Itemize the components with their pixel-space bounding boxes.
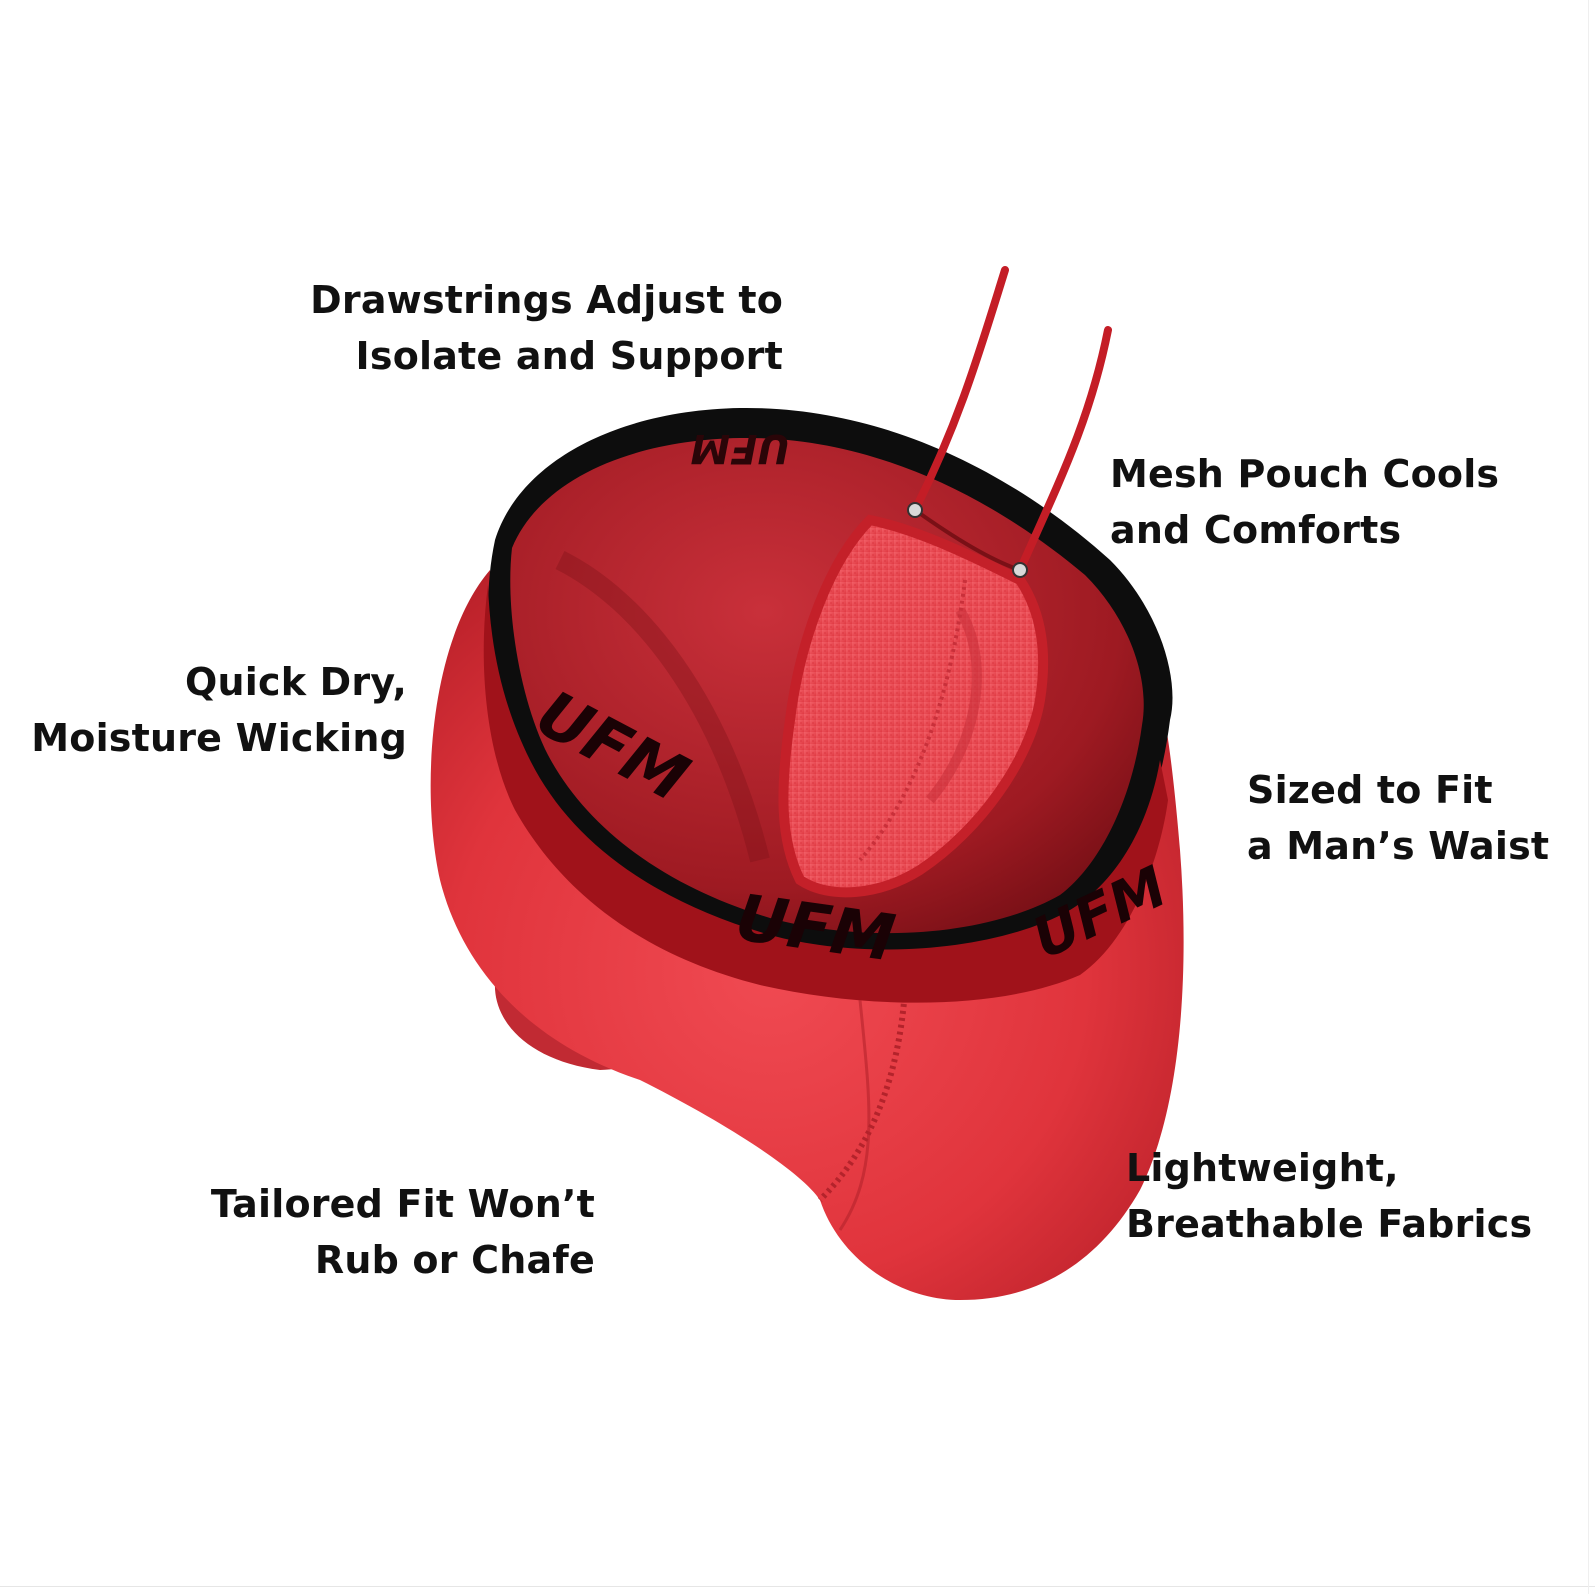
feature-drawstrings-line1: Drawstrings Adjust to	[310, 278, 783, 322]
drawstring-left	[911, 266, 1009, 514]
feature-mesh-pouch-line2: and Comforts	[1110, 508, 1402, 552]
waistband-logo-back: UFM	[690, 425, 790, 471]
feature-sized-to-fit: Sized to Fit a Man’s Waist	[1247, 762, 1549, 874]
feature-drawstrings-line2: Isolate and Support	[355, 334, 783, 378]
feature-quick-dry: Quick Dry, Moisture Wicking	[31, 654, 407, 766]
mesh-pouch	[778, 514, 1049, 898]
drawstring-inner	[913, 508, 1021, 572]
waistband-band	[483, 585, 1168, 1003]
feature-sized-line1: Sized to Fit	[1247, 768, 1493, 812]
feature-quick-dry-line1: Quick Dry,	[185, 660, 407, 704]
leg-stitch	[838, 999, 871, 1231]
pouch-seam	[858, 579, 967, 862]
inner-back-shadow	[555, 551, 770, 863]
grommet-right	[1012, 562, 1028, 578]
pouch-fold	[926, 607, 982, 804]
feature-mesh-pouch-line1: Mesh Pouch Cools	[1110, 452, 1500, 496]
feature-drawstrings: Drawstrings Adjust to Isolate and Suppor…	[310, 272, 783, 384]
feature-lightweight-line2: Breathable Fabrics	[1126, 1202, 1533, 1246]
drawstring-right	[1016, 326, 1112, 574]
feature-mesh-pouch: Mesh Pouch Cools and Comforts	[1110, 446, 1499, 558]
grommet-left	[907, 502, 923, 518]
feature-tailored-fit: Tailored Fit Won’t Rub or Chafe	[211, 1176, 595, 1288]
feature-lightweight: Lightweight, Breathable Fabrics	[1126, 1140, 1532, 1252]
feature-tailored-line1: Tailored Fit Won’t	[210, 1182, 595, 1226]
right-border	[1588, 0, 1589, 1594]
bottom-border	[0, 1586, 1595, 1587]
feature-quick-dry-line2: Moisture Wicking	[31, 716, 407, 760]
feature-sized-line2: a Man’s Waist	[1247, 824, 1550, 868]
feature-tailored-line2: Rub or Chafe	[314, 1238, 595, 1282]
feature-lightweight-line1: Lightweight,	[1126, 1146, 1399, 1190]
